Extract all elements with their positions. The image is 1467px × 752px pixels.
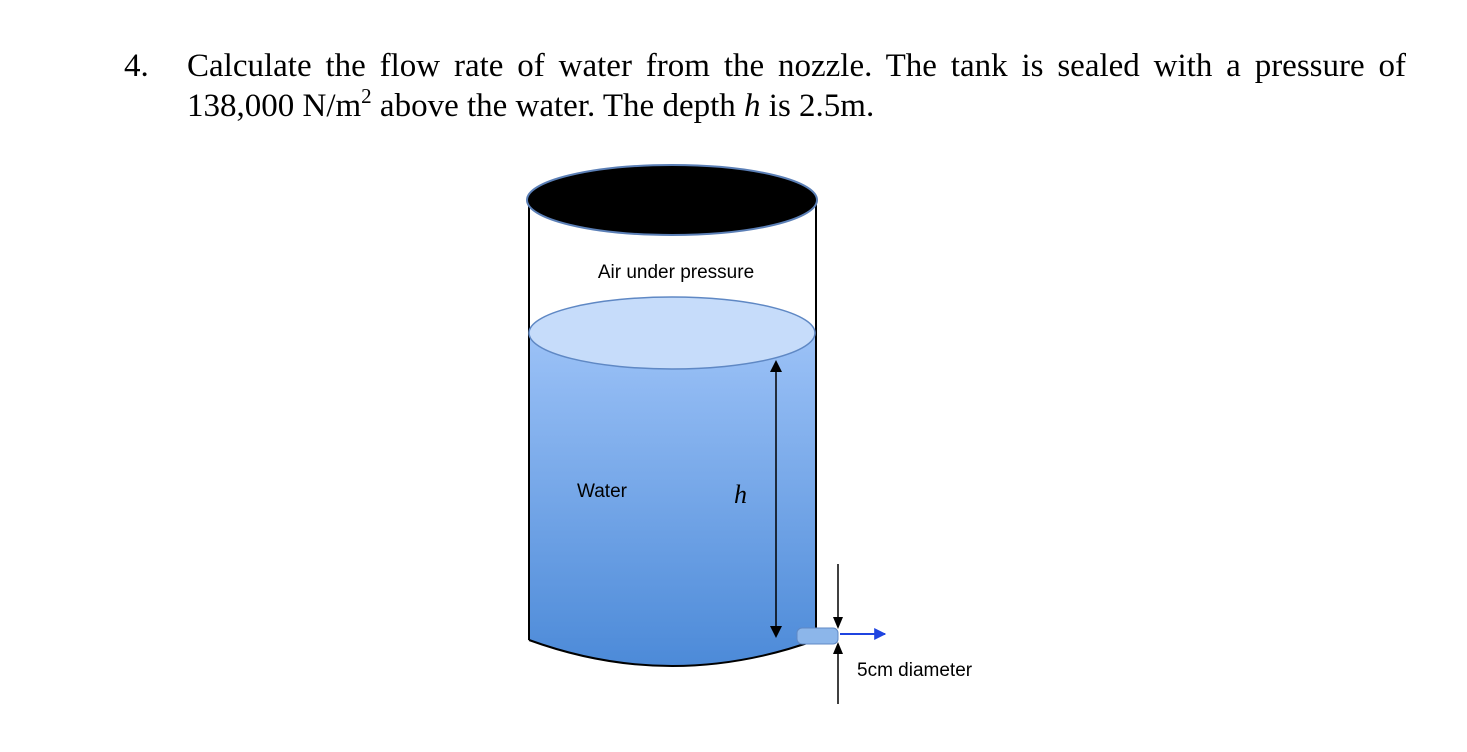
depth-variable: h <box>744 88 761 124</box>
depth-label: h <box>734 480 747 509</box>
question-text-line-1: Calculate the flow rate of water from th… <box>187 48 1406 84</box>
water-surface <box>528 296 816 370</box>
nozzle-diameter-label: 5cm diameter <box>857 660 973 681</box>
nozzle <box>796 627 839 645</box>
diameter-arrow-bottom-head <box>833 642 843 654</box>
question-text-end: is 2.5m. <box>760 88 875 124</box>
question-text-line-2: 138,000 N/m2 above the water. The depth … <box>187 86 874 126</box>
depth-arrow-top-head <box>770 360 782 372</box>
question-text-mid: above the water. The depth <box>371 88 745 124</box>
water-body <box>529 333 816 666</box>
tank-lid <box>526 164 818 236</box>
pressure-exponent: 2 <box>361 84 372 108</box>
air-label: Air under pressure <box>598 262 754 283</box>
pressure-value: 138,000 N/m <box>187 88 362 124</box>
water-label: Water <box>577 481 628 502</box>
diameter-arrow-top-head <box>833 617 843 629</box>
question-number: 4. <box>124 48 149 84</box>
depth-arrow-bottom-head <box>770 626 782 638</box>
tank-bottom <box>528 639 817 667</box>
